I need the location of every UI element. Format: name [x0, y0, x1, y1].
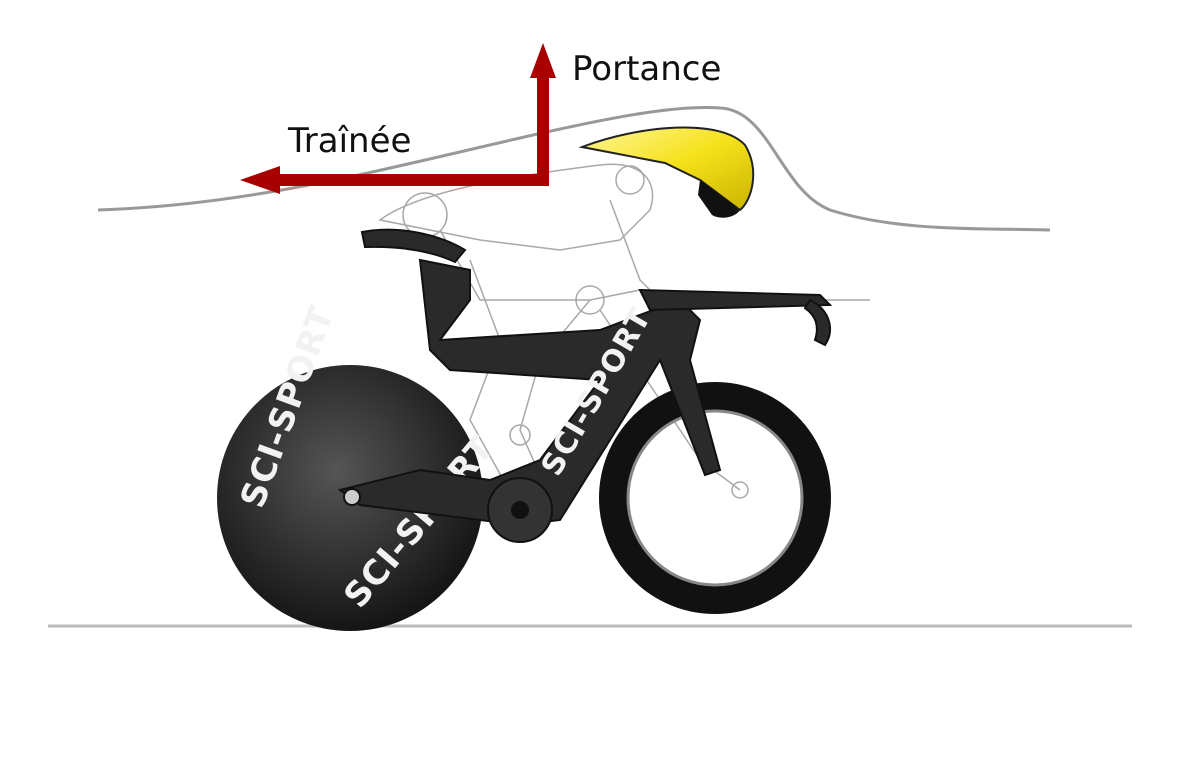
- lift-label: Portance: [572, 49, 721, 89]
- front-wheel: [599, 382, 831, 614]
- force-arrows: [240, 43, 556, 194]
- helmet: [578, 126, 755, 218]
- drag-label: Traînée: [287, 121, 411, 161]
- drag-arrow-head: [240, 166, 280, 194]
- lift-arrow-head: [530, 43, 556, 78]
- drag-arrow-shaft: [270, 174, 549, 186]
- bike-frame: [337, 228, 833, 543]
- lift-arrow-shaft: [537, 75, 549, 185]
